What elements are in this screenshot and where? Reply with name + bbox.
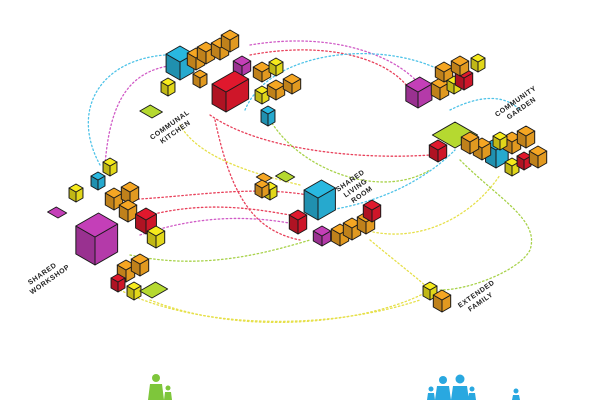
- building-blocks: [47, 29, 548, 313]
- label-community-garden: COMMUNITY GARDEN: [494, 85, 538, 121]
- block: [432, 289, 452, 313]
- link-line: [439, 159, 533, 291]
- block: [126, 281, 142, 301]
- link-line: [87, 54, 166, 166]
- block: [492, 131, 508, 151]
- block: [434, 61, 454, 83]
- block: [90, 171, 106, 191]
- link-line: [349, 174, 501, 235]
- block: [288, 209, 308, 235]
- floor-plate: [139, 281, 169, 299]
- block: [422, 281, 438, 301]
- block: [118, 199, 138, 223]
- person-green-icon: [148, 374, 172, 400]
- block: [450, 55, 470, 77]
- block: [405, 76, 433, 109]
- block: [75, 212, 119, 266]
- block: [211, 70, 250, 113]
- link-line: [329, 149, 456, 211]
- label-shared-workshop: SHARED WORKSHOP: [27, 262, 71, 296]
- block: [220, 29, 240, 53]
- link-line: [149, 289, 431, 324]
- link-line: [179, 124, 301, 186]
- connection-lines: [87, 40, 533, 324]
- link-line: [119, 289, 421, 322]
- block: [110, 273, 126, 293]
- block: [254, 179, 270, 199]
- block: [303, 179, 336, 221]
- block: [330, 223, 350, 247]
- block: [528, 145, 548, 169]
- block: [192, 69, 208, 89]
- link-line: [369, 239, 431, 291]
- block: [266, 79, 286, 101]
- link-line: [449, 97, 521, 111]
- label-extended-family: EXTENDED FAMILY: [457, 279, 496, 313]
- link-line: [109, 190, 331, 201]
- block: [68, 183, 84, 203]
- block: [362, 199, 382, 223]
- link-line: [104, 64, 176, 166]
- link-line: [214, 119, 301, 241]
- block: [460, 131, 480, 155]
- block: [102, 157, 118, 177]
- block: [428, 139, 448, 163]
- link-line: [209, 114, 431, 157]
- block: [146, 225, 166, 249]
- block: [254, 85, 270, 105]
- block: [252, 61, 272, 83]
- link-line: [249, 40, 421, 86]
- floor-plate: [139, 104, 163, 119]
- link-line: [149, 206, 291, 216]
- link-line: [129, 239, 311, 262]
- link-line: [249, 49, 411, 91]
- block: [502, 131, 522, 155]
- link-line: [269, 119, 431, 183]
- block: [282, 73, 302, 95]
- block: [268, 57, 284, 77]
- block: [135, 207, 157, 235]
- block: [160, 77, 176, 97]
- block: [260, 105, 276, 127]
- block: [196, 41, 216, 65]
- block: [470, 53, 486, 73]
- block: [312, 225, 332, 247]
- block: [130, 253, 150, 277]
- floor-plate: [275, 170, 296, 183]
- floor-plate: [47, 206, 68, 219]
- block: [516, 125, 536, 149]
- family-blue-icon: [427, 374, 520, 400]
- block: [430, 77, 450, 101]
